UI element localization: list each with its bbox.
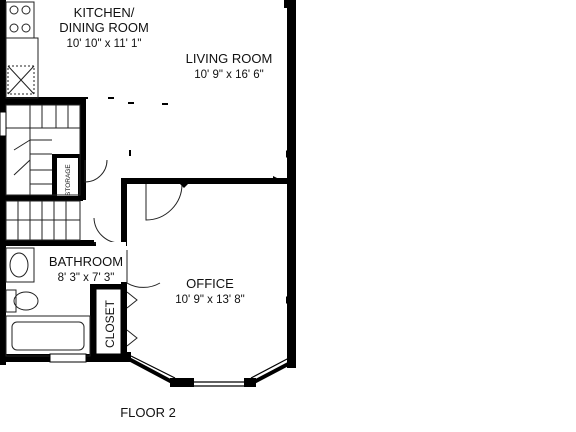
kitchen-sink <box>7 65 35 95</box>
wall-living-right <box>287 0 296 185</box>
kitchen-name-line1: KITCHEN/ <box>74 5 135 20</box>
wall-office-left-lower <box>121 282 127 360</box>
storage-label: STORAGE <box>65 164 72 196</box>
wall-office-top-left <box>125 178 145 184</box>
storage-door <box>84 159 108 183</box>
bathtub <box>5 315 91 357</box>
wall-stairs-left <box>0 100 6 365</box>
wall-office-right <box>287 178 296 368</box>
bathroom-dimensions: 8' 3" x 7' 3" <box>58 272 115 284</box>
wall-bath-bottom-right <box>86 354 127 362</box>
kitchen-name-line2: DINING ROOM <box>59 20 149 35</box>
wall-closet-top <box>90 284 127 289</box>
closet-label: CLOSET <box>103 299 117 348</box>
kitchen-counter <box>5 37 39 99</box>
bath-door-gap <box>96 242 126 246</box>
closet-outline <box>95 288 122 355</box>
wall-office-top <box>125 178 296 184</box>
stairs-lower <box>5 200 81 241</box>
office-side-door <box>126 250 161 288</box>
bath-window <box>49 353 87 363</box>
kitchen-dimensions: 10' 10" x 11' 1" <box>66 38 141 50</box>
floor-label: FLOOR 2 <box>120 405 176 420</box>
wall-closet-left <box>90 284 96 356</box>
wall-top-left <box>0 0 6 100</box>
wall-bay-left-cap <box>121 352 131 362</box>
stove <box>5 1 35 39</box>
office-dimensions: 10' 9" x 13' 8" <box>175 294 244 306</box>
living-room-name: LIVING ROOM <box>186 51 273 66</box>
wall-storage-bottom <box>52 196 83 201</box>
wall-office-left <box>121 178 127 246</box>
wall-stairs-inner <box>80 100 86 200</box>
wall-bay-right-cap <box>287 355 296 367</box>
stairs-upper <box>5 104 81 196</box>
wall-markers <box>82 97 290 304</box>
toilet <box>5 289 39 313</box>
office-door <box>145 183 183 221</box>
wall-bay-bottom-right <box>244 378 256 387</box>
wall-kitchen-bottom <box>0 97 86 105</box>
living-room-dimensions: 10' 9" x 16' 6" <box>194 69 263 81</box>
wall-bath-bottom <box>0 354 50 362</box>
wall-bay-bottom-left <box>170 378 194 387</box>
wall-stairs-mid <box>6 195 54 201</box>
closet-door <box>126 291 138 347</box>
office-name: OFFICE <box>186 276 234 291</box>
stair-window <box>0 111 7 137</box>
sink-vanity <box>5 247 35 283</box>
wall-storage-top <box>52 154 83 158</box>
wall-bath-top <box>0 240 94 246</box>
doors <box>84 159 183 347</box>
bathroom-door <box>93 217 120 244</box>
wall-storage-left <box>52 155 57 201</box>
bathroom-name: BATHROOM <box>49 254 123 269</box>
